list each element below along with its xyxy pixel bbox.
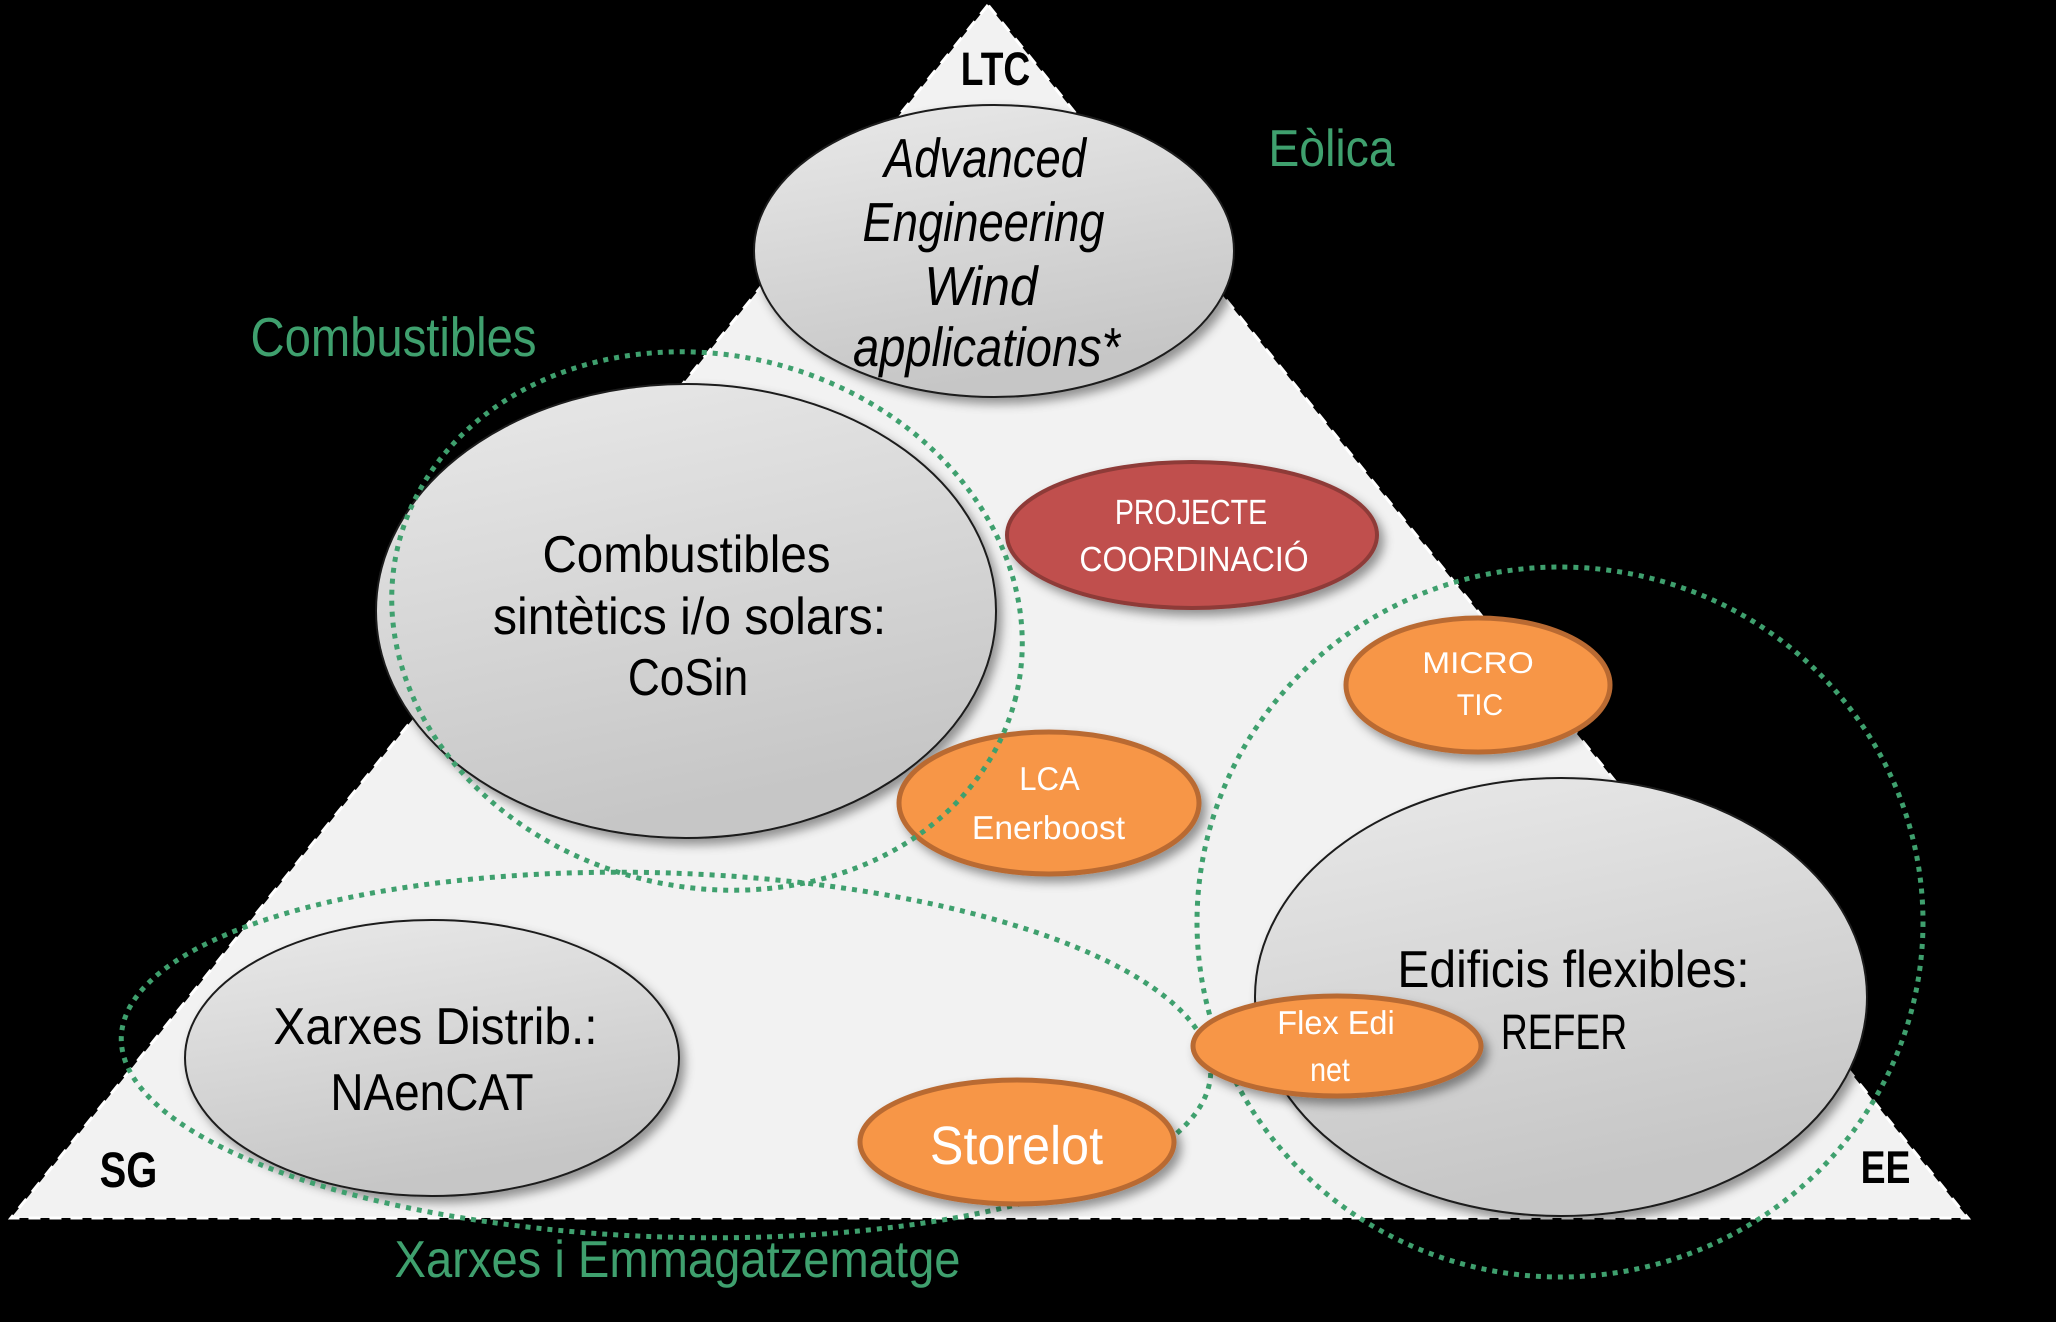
svg-text:Engineering: Engineering [862, 191, 1104, 253]
svg-text:SG: SG [100, 1142, 158, 1198]
svg-text:Combustibles: Combustibles [250, 306, 536, 368]
svg-text:COORDINACIÓ: COORDINACIÓ [1079, 540, 1308, 579]
svg-text:TIC: TIC [1457, 689, 1503, 722]
svg-text:Edificis flexibles:: Edificis flexibles: [1397, 941, 1749, 999]
svg-text:Xarxes Distrib.:: Xarxes Distrib.: [273, 998, 597, 1056]
svg-text:net: net [1310, 1051, 1350, 1088]
svg-text:Wind: Wind [924, 255, 1039, 317]
svg-text:REFER: REFER [1501, 1004, 1627, 1060]
svg-text:Enerboost: Enerboost [972, 809, 1125, 846]
svg-text:Flex Edi: Flex Edi [1277, 1004, 1394, 1041]
svg-text:LCA: LCA [1019, 760, 1080, 797]
svg-text:Storelot: Storelot [930, 1116, 1103, 1176]
svg-text:Eòlica: Eòlica [1268, 120, 1394, 178]
svg-text:CoSin: CoSin [628, 649, 748, 707]
svg-text:sintètics i/o solars:: sintètics i/o solars: [493, 588, 886, 646]
svg-text:EE: EE [1861, 1141, 1911, 1193]
svg-text:NAenCAT: NAenCAT [330, 1064, 533, 1122]
svg-text:Xarxes i Emmagatzematge: Xarxes i Emmagatzematge [394, 1231, 960, 1289]
svg-text:Combustibles: Combustibles [542, 526, 830, 584]
svg-text:LTC: LTC [961, 42, 1030, 95]
svg-text:Advanced: Advanced [882, 127, 1088, 189]
svg-text:MICRO: MICRO [1422, 647, 1533, 680]
svg-text:PROJECTE: PROJECTE [1115, 493, 1267, 532]
svg-text:applications*: applications* [853, 316, 1121, 378]
